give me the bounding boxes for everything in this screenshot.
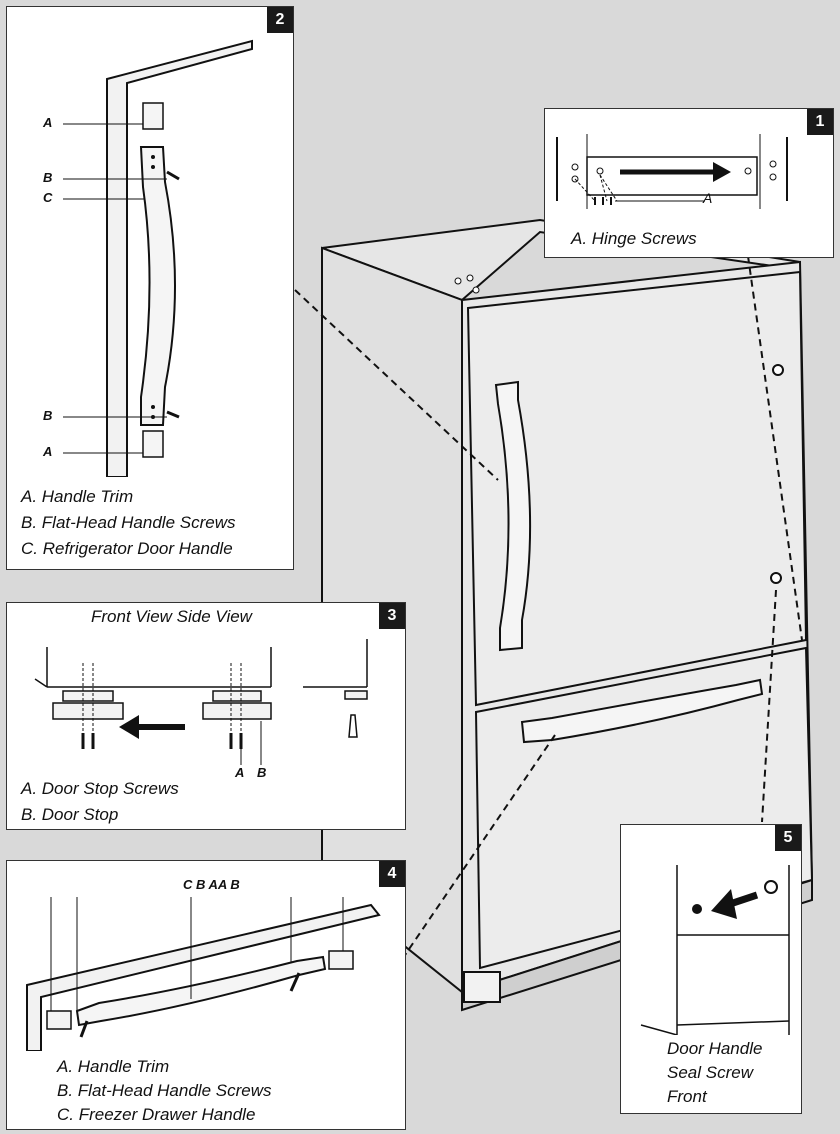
callout-b: B — [257, 765, 267, 780]
hinge-plate — [586, 156, 758, 196]
hinge-callout-a: A — [703, 190, 713, 206]
refrigerator-handle-diagram — [63, 39, 253, 477]
caption-line: Front — [667, 1087, 707, 1106]
leader-line-panel4 — [404, 734, 556, 956]
freezer-handle-diagram — [26, 897, 381, 1051]
callout-a-top: A — [43, 115, 53, 130]
panel-5-badge: 5 — [775, 825, 801, 851]
flat-head-screw-left — [79, 1020, 89, 1038]
arrow-icon — [713, 162, 731, 182]
hinge-screw-5 — [769, 160, 777, 168]
left-arrow-icon — [119, 715, 139, 739]
freezer-drawer-panel — [26, 903, 381, 1051]
panel-2-badge: 2 — [267, 7, 293, 33]
side-view-screw — [348, 714, 358, 738]
panel-1-badge: 1 — [807, 109, 833, 135]
door-edge — [106, 39, 253, 477]
seal-screw-diagram — [640, 865, 790, 1035]
legend-item: A. Door Stop Screws — [21, 779, 179, 798]
callout-b-top: B — [43, 170, 53, 185]
refrigerator-door — [466, 270, 808, 707]
legend-item: C. Refrigerator Door Handle — [21, 539, 233, 558]
callout-a-bottom: A — [43, 444, 53, 459]
refrigerator-handle — [139, 146, 176, 426]
view-header: Front View Side View — [91, 607, 252, 626]
hinge-screw-3 — [596, 167, 604, 175]
caption-line: Seal Screw — [667, 1063, 753, 1082]
handle-trim-bottom — [142, 430, 164, 458]
top-screw-1 — [454, 277, 462, 285]
legend-item: A. Handle Trim — [21, 487, 134, 506]
callout-a: A — [235, 765, 245, 780]
legend-item: B. Door Stop — [21, 805, 119, 824]
top-screw-3 — [472, 286, 480, 294]
hinge-caption: A. Hinge Screws — [571, 229, 697, 248]
top-screw-2 — [466, 274, 474, 282]
handle-trim-right — [328, 950, 354, 970]
panel-door-handle-seal-screw: 5 Door Handle Seal Screw Front — [620, 824, 802, 1114]
legend-item: A. Handle Trim — [57, 1057, 170, 1076]
freezer-drawer-handle — [520, 678, 764, 744]
leader-line-panel2 — [294, 289, 499, 481]
seal-screw — [692, 904, 702, 914]
door-stop-left — [52, 702, 124, 720]
flat-head-screw-top — [166, 170, 180, 181]
panel-4-badge: 4 — [379, 861, 405, 887]
flat-head-screw-bottom — [166, 410, 180, 419]
panel-refrigerator-handle: 2 A B C B A A. Handle Trim B. Flat-Head … — [6, 6, 294, 570]
panel-freezer-handle: 4 C B AA B A. Handle Trim B. Flat-Head H… — [6, 860, 406, 1130]
door-plug-upper — [772, 364, 784, 376]
legend-item: C. Freezer Drawer Handle — [57, 1105, 256, 1124]
side-view-stop — [344, 690, 368, 700]
door-plug-lower — [770, 572, 782, 584]
freezer-handle — [75, 955, 327, 1027]
door-stop-right — [202, 702, 272, 720]
freezer-callouts: C B AA B — [183, 877, 240, 892]
hinge-screw-6 — [769, 173, 777, 181]
hinge-screw-4 — [744, 167, 752, 175]
hinge-diagram — [556, 134, 788, 209]
callout-c: C — [43, 190, 53, 205]
legend-item: B. Flat-Head Handle Screws — [57, 1081, 272, 1100]
caption-line: Door Handle — [667, 1039, 763, 1058]
panel-door-stop: 3 Front View Side View A B A. Door Stop … — [6, 602, 406, 830]
handle-trim-top — [142, 102, 164, 130]
door-plug — [764, 880, 778, 894]
hinge-screw-1 — [571, 163, 579, 171]
panel-hinge-screws: 1 A A. Hinge Screws — [544, 108, 834, 258]
door-stop-diagram — [34, 639, 368, 765]
left-arrow-icon — [711, 889, 737, 919]
legend-item: B. Flat-Head Handle Screws — [21, 513, 236, 532]
leader-line-panel1 — [747, 255, 803, 641]
panel-3-badge: 3 — [379, 603, 405, 629]
flat-head-screw-right — [289, 972, 301, 992]
handle-trim-left — [46, 1010, 72, 1030]
fridge-foot-left — [463, 971, 501, 1003]
leader-line-panel5 — [761, 589, 777, 823]
refrigerator-door-handle — [494, 380, 532, 652]
callout-b-bottom: B — [43, 408, 53, 423]
